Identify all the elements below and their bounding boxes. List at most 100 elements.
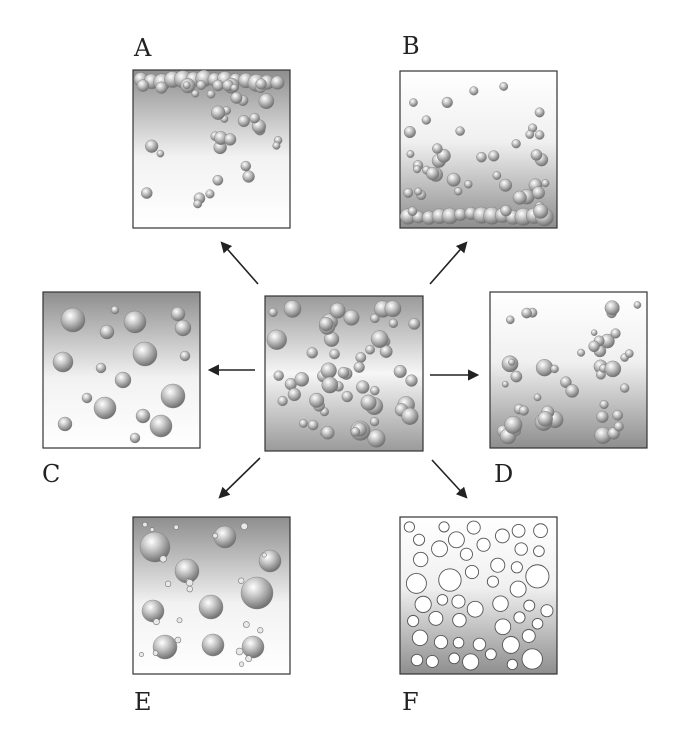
droplet <box>472 637 487 652</box>
droplet <box>57 416 73 432</box>
droplet <box>257 627 264 634</box>
droplet <box>401 407 419 425</box>
droplet <box>613 421 624 432</box>
panel-d <box>489 291 648 449</box>
droplet <box>185 579 194 587</box>
droplet <box>242 170 255 183</box>
droplet <box>329 348 340 360</box>
droplet <box>367 429 386 448</box>
droplet <box>258 549 282 573</box>
droplet <box>337 366 350 379</box>
droplet <box>238 661 245 667</box>
droplet <box>431 540 448 558</box>
droplet <box>266 329 287 350</box>
droplet <box>403 521 415 533</box>
droplet <box>243 621 250 628</box>
droplet <box>379 345 393 358</box>
droplet <box>110 305 120 315</box>
droplet <box>455 126 465 136</box>
droplet <box>306 347 318 359</box>
droplet <box>413 551 429 568</box>
droplet <box>414 187 423 196</box>
droplet <box>521 648 543 670</box>
droplet <box>411 629 429 646</box>
droplet <box>409 98 418 107</box>
droplet <box>230 83 239 92</box>
droplet <box>452 612 467 628</box>
droplet <box>81 392 93 404</box>
panel-e <box>132 516 291 675</box>
droplet <box>355 352 367 363</box>
droplet <box>610 328 621 339</box>
droplet <box>406 150 415 158</box>
droplet <box>212 174 224 186</box>
droplet <box>273 370 284 381</box>
droplet <box>494 618 512 636</box>
droplet <box>270 75 285 90</box>
droplet <box>533 203 549 219</box>
droplet <box>318 316 334 332</box>
droplet <box>448 652 460 665</box>
droplet <box>249 112 260 124</box>
droplet <box>95 362 107 374</box>
droplet <box>60 307 86 333</box>
droplet <box>320 425 335 440</box>
droplet <box>508 358 516 366</box>
droplet <box>459 547 473 561</box>
droplet <box>535 359 554 377</box>
droplet <box>343 309 360 326</box>
droplet <box>499 82 509 91</box>
droplet <box>525 564 550 589</box>
droplet <box>531 617 544 630</box>
droplet <box>540 604 554 618</box>
droplet <box>499 178 513 192</box>
droplet <box>179 350 191 362</box>
droplet <box>294 372 310 387</box>
droplet <box>451 594 466 609</box>
droplet <box>141 599 165 623</box>
droplet <box>421 115 431 125</box>
droplet <box>403 126 416 139</box>
droplet <box>393 364 407 379</box>
droplet <box>413 533 426 546</box>
label-b: B <box>402 32 420 60</box>
droplet <box>533 523 548 539</box>
droplet <box>590 329 598 336</box>
droplet <box>350 427 361 437</box>
droplet <box>407 206 418 217</box>
droplet <box>152 634 178 660</box>
droplet <box>500 204 512 217</box>
droplet <box>486 575 499 588</box>
droplet <box>370 313 380 324</box>
droplet <box>550 364 559 374</box>
droplet <box>428 610 444 626</box>
droplet <box>490 557 506 573</box>
panel-a <box>132 69 291 229</box>
droplet <box>258 93 275 109</box>
droplet <box>223 133 237 146</box>
droplet <box>403 188 414 198</box>
droplet <box>139 531 171 563</box>
droplet <box>329 302 346 319</box>
droplet <box>513 611 526 624</box>
droplet <box>135 408 151 424</box>
droplet <box>196 80 207 91</box>
droplet <box>501 380 509 388</box>
droplet <box>518 405 529 416</box>
droplet <box>506 658 518 671</box>
droplet <box>277 395 288 407</box>
droplet <box>186 585 193 593</box>
droplet <box>206 89 216 99</box>
droplet <box>230 91 243 104</box>
droplet <box>438 568 462 592</box>
droplet <box>537 411 553 427</box>
droplet <box>370 385 380 396</box>
droplet <box>446 172 461 187</box>
droplet <box>476 151 487 163</box>
droplet <box>533 393 542 402</box>
droplet <box>521 629 536 643</box>
droplet <box>407 614 420 628</box>
droplet <box>599 400 609 410</box>
droplet <box>502 636 520 654</box>
